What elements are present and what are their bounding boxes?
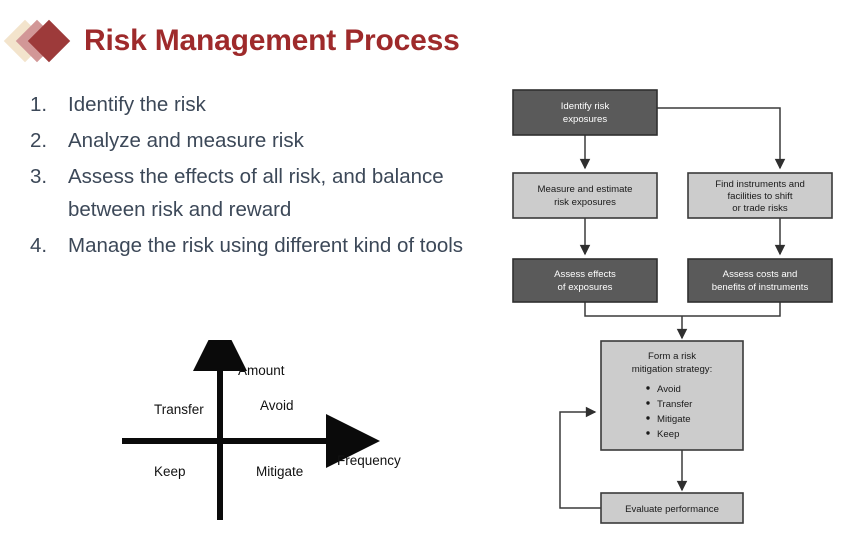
flow-node-evaluate-performance[interactable]: Evaluate performance [600,492,744,524]
connector-assess-merge [584,302,781,317]
flow-node-assess-effects[interactable]: Assess effects of exposures [512,258,658,303]
flow-node-strategy-bullet-3: Mitigate [657,414,691,425]
quadrant-label-avoid: Avoid [260,398,294,413]
diamond-logo-icon [3,18,71,64]
page-title: Risk Management Process [84,24,460,57]
list-item: 1. Identify the risk [30,88,485,122]
process-step-list: 1. Identify the risk 2. Analyze and meas… [30,88,485,265]
flow-node-measure-risk-exposures[interactable]: Measure and estimate risk exposures [512,172,658,219]
quadrant-x-axis-label: Frequency [337,453,401,468]
quadrant-label-keep: Keep [154,464,186,479]
flow-node-find-line-3: or trade risks [732,203,788,214]
flow-node-assess-effects-line-1: Assess effects [554,269,616,280]
list-item-label: Manage the risk using different kind of … [68,234,464,258]
flow-node-measure-line-1: Measure and estimate [538,184,633,195]
bullet-dot-icon [646,431,650,435]
bullet-dot-icon [646,386,650,390]
flow-node-find-line-2: facilities to shift [727,191,792,202]
list-item-number: 3. [30,164,48,188]
connector-identify-to-find [657,107,786,170]
list-item: 4. Manage the risk using different kind … [30,229,485,263]
flow-node-assess-costs[interactable]: Assess costs and benefits of instruments [687,258,833,303]
flow-node-measure-line-2: risk exposures [554,197,616,208]
flow-node-find-line-1: Find instruments and [715,179,805,190]
flow-node-identify-risk-exposures[interactable]: Identify risk exposures [512,89,658,136]
list-item: 3. Assess the effects of all risk, and b… [30,160,485,228]
list-item-number: 4. [30,234,48,258]
list-item-label: Identify the risk [68,93,206,116]
list-item-number: 2. [30,128,48,152]
flow-node-strategy-bullet-1: Avoid [657,384,681,395]
title-row: Risk Management Process [3,18,460,64]
list-item-number: 1. [30,93,48,116]
list-item-label: Assess the effects of all risk, and bala… [68,164,444,222]
quadrant-label-transfer: Transfer [154,402,204,417]
flow-node-find-instruments[interactable]: Find instruments and facilities to shift… [687,172,833,219]
flow-node-assess-costs-line-2: benefits of instruments [712,282,809,293]
risk-quadrant-diagram: Amount Frequency Transfer Avoid Keep Mit… [110,340,430,555]
flow-node-assess-costs-line-1: Assess costs and [723,269,798,280]
risk-process-flowchart: Identify risk exposures Measure and esti… [500,82,844,542]
flow-node-strategy-line-2: mitigation strategy: [632,364,713,375]
bullet-dot-icon [646,416,650,420]
flow-node-strategy-bullet-4: Keep [657,429,679,440]
flow-node-strategy-line-1: Form a risk [648,351,696,362]
quadrant-y-axis-label: Amount [238,363,285,378]
flow-node-identify-line-2: exposures [563,114,607,125]
quadrant-label-mitigate: Mitigate [256,464,303,479]
flow-node-strategy-bullet-2: Transfer [657,399,693,410]
list-item-label: Analyze and measure risk [68,128,304,152]
flow-node-evaluate-label: Evaluate performance [625,504,719,515]
flow-node-identify-line-1: Identify risk [561,101,610,112]
bullet-dot-icon [646,401,650,405]
flow-node-assess-effects-line-2: of exposures [558,282,613,293]
flow-node-form-strategy[interactable]: Form a risk mitigation strategy: Avoid T… [600,340,744,451]
connector-evaluate-feedback-loop [559,406,601,509]
list-item: 2. Analyze and measure risk [30,124,485,158]
